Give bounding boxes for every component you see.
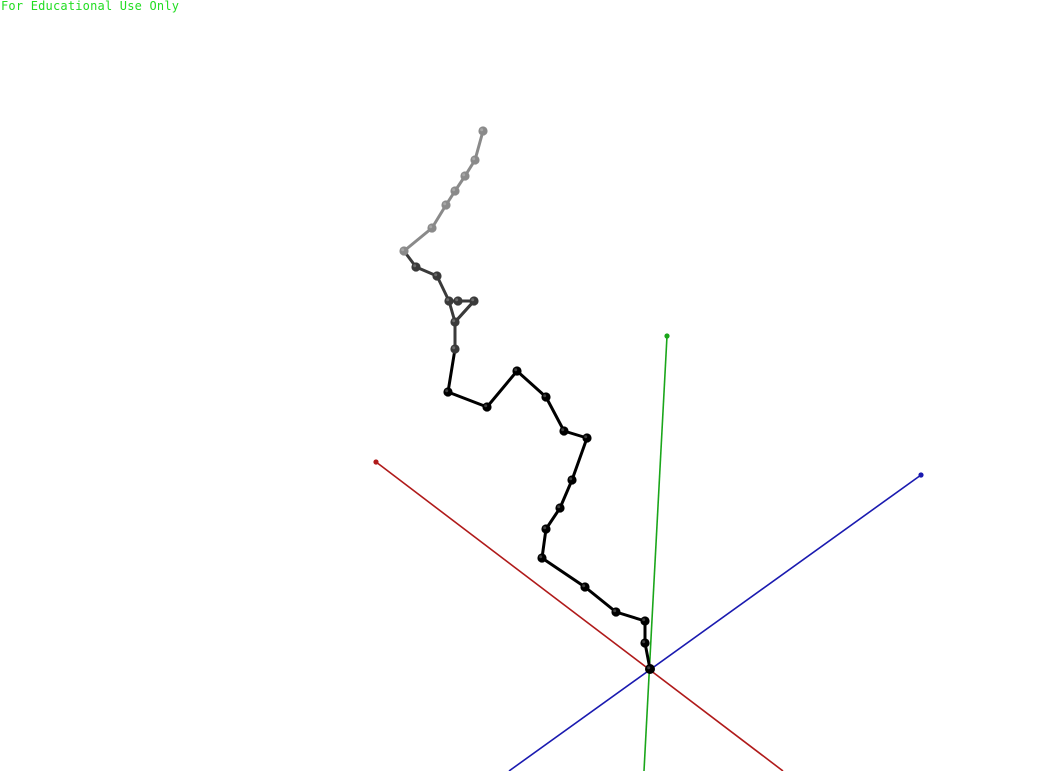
atom[interactable] xyxy=(427,223,437,233)
atom[interactable] xyxy=(478,126,488,136)
backbone-atoms xyxy=(399,126,655,674)
atom-highlight xyxy=(514,368,518,372)
backbone-bonds xyxy=(402,129,652,671)
atom[interactable] xyxy=(645,664,655,674)
atom[interactable] xyxy=(611,607,621,617)
atom[interactable] xyxy=(470,155,480,165)
atom-highlight xyxy=(429,225,433,229)
z-axis xyxy=(508,474,922,771)
atom-highlight xyxy=(584,435,588,439)
atom-highlight xyxy=(455,298,459,302)
atom-highlight xyxy=(462,173,466,177)
z-axis-endpoint xyxy=(918,472,924,478)
atom-highlight xyxy=(434,273,438,277)
atom-highlight xyxy=(443,202,447,206)
bond xyxy=(544,395,566,433)
atom-highlight xyxy=(413,264,417,268)
atom-highlight xyxy=(452,319,456,323)
atom[interactable] xyxy=(582,433,592,443)
atom[interactable] xyxy=(441,200,451,210)
atom[interactable] xyxy=(537,553,547,563)
atom-highlight xyxy=(472,157,476,161)
bond xyxy=(485,369,519,409)
atom[interactable] xyxy=(567,475,577,485)
atom[interactable] xyxy=(399,246,409,256)
bond xyxy=(515,369,548,399)
atom-highlight xyxy=(582,584,586,588)
watermark-text: For Educational Use Only xyxy=(1,0,180,13)
atom-highlight xyxy=(445,389,449,393)
atom[interactable] xyxy=(512,366,522,376)
bond xyxy=(540,556,587,589)
atom-highlight xyxy=(480,128,484,132)
atom[interactable] xyxy=(450,317,460,327)
atom[interactable] xyxy=(559,426,569,436)
atom[interactable] xyxy=(469,296,479,306)
atom[interactable] xyxy=(541,524,551,534)
bond xyxy=(453,299,476,324)
bond xyxy=(446,347,457,394)
atom-highlight xyxy=(647,666,651,670)
atom[interactable] xyxy=(640,616,650,626)
atom-highlight xyxy=(613,609,617,613)
atom-highlight xyxy=(539,555,543,559)
bond xyxy=(583,585,618,614)
atom[interactable] xyxy=(443,387,453,397)
bond xyxy=(446,390,489,409)
bond xyxy=(435,274,451,303)
atom[interactable] xyxy=(541,392,551,402)
atom-highlight xyxy=(543,526,547,530)
atom[interactable] xyxy=(640,638,650,648)
atom-highlight xyxy=(471,298,475,302)
atom[interactable] xyxy=(450,186,460,196)
atom[interactable] xyxy=(432,271,442,281)
x-axis xyxy=(375,461,784,771)
atom[interactable] xyxy=(444,296,454,306)
atom[interactable] xyxy=(453,296,463,306)
bond xyxy=(540,527,548,560)
atom-highlight xyxy=(569,477,573,481)
atom-highlight xyxy=(446,298,450,302)
y-axis-endpoint xyxy=(664,333,670,339)
atom[interactable] xyxy=(482,402,492,412)
coordinate-axes xyxy=(373,333,924,771)
atom-highlight xyxy=(642,618,646,622)
y-axis xyxy=(643,335,668,771)
atom-highlight xyxy=(401,248,405,252)
atom-highlight xyxy=(452,346,456,350)
atom-highlight xyxy=(557,505,561,509)
atom-highlight xyxy=(484,404,488,408)
atom[interactable] xyxy=(411,262,421,272)
atom-highlight xyxy=(642,640,646,644)
atom[interactable] xyxy=(450,344,460,354)
atom-highlight xyxy=(561,428,565,432)
bond xyxy=(473,129,485,162)
x-axis-endpoint xyxy=(373,459,379,465)
atom[interactable] xyxy=(460,171,470,181)
atom-highlight xyxy=(543,394,547,398)
bond xyxy=(402,226,434,253)
atom[interactable] xyxy=(555,503,565,513)
bond xyxy=(614,610,647,623)
atom-highlight xyxy=(452,188,456,192)
bond xyxy=(570,436,589,482)
bond xyxy=(558,478,574,510)
atom[interactable] xyxy=(580,582,590,592)
